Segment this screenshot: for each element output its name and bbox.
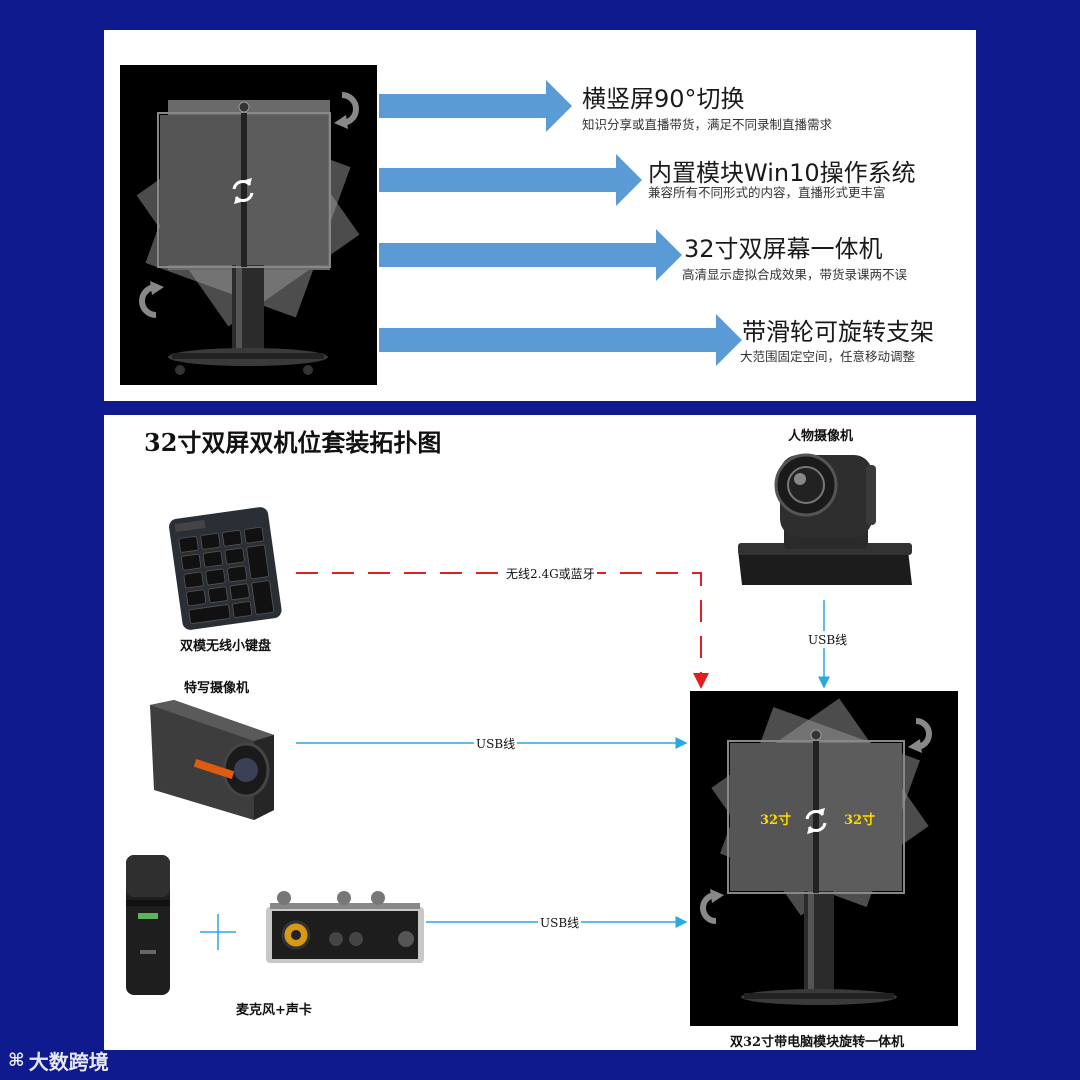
feature-arrow	[379, 154, 642, 206]
connection-lines	[104, 415, 976, 1050]
feature-description: 兼容所有不同形式的内容，直播形式更丰富	[648, 182, 886, 201]
keyboard-label: 双模无线小键盘	[180, 635, 271, 654]
keyboard-image	[168, 506, 283, 631]
usb-audio-label: USB线	[538, 914, 581, 931]
closeup-camera-label: 特写摄像机	[184, 677, 249, 696]
sound-card-image	[266, 891, 424, 963]
feature-arrow	[379, 314, 742, 366]
watermark-logo-icon: ⌘	[8, 1050, 23, 1071]
feature-panel: 横竖屏90°切换 知识分享或直播带货，满足不同录制直播需求 内置模块Win10操…	[104, 30, 976, 401]
main-unit-image	[690, 691, 958, 1026]
closeup-camera-image	[150, 700, 274, 820]
watermark: ⌘ 大数跨境	[8, 1046, 109, 1075]
wireless-label: 无线2.4G或蓝牙	[504, 565, 597, 582]
watermark-text: 大数跨境	[29, 1046, 109, 1075]
usb-closeup-label: USB线	[474, 735, 517, 752]
wireless-connection	[296, 573, 701, 687]
feature-description: 知识分享或直播带货，满足不同录制直播需求	[582, 114, 832, 133]
microphone-image	[126, 855, 170, 995]
feature-title: 横竖屏90°切换	[582, 79, 745, 114]
main-unit-label: 双32寸带电脑模块旋转一体机	[730, 1031, 904, 1050]
feature-arrow	[379, 80, 572, 132]
ptz-camera-image	[738, 455, 912, 585]
ptz-camera-label: 人物摄像机	[788, 425, 853, 444]
screen-left-label: 32寸	[760, 809, 791, 828]
mic-label: 麦克风+声卡	[236, 999, 312, 1018]
feature-description: 高清显示虚拟合成效果，带货录课两不误	[682, 264, 907, 283]
feature-title: 32寸双屏幕一体机	[684, 229, 883, 264]
feature-description: 大范围固定空间，任意移动调整	[740, 346, 915, 365]
topology-panel: 32寸双屏双机位套装拓扑图	[104, 415, 976, 1050]
feature-title: 带滑轮可旋转支架	[742, 312, 934, 347]
plus-icon	[200, 914, 236, 950]
feature-arrow	[379, 229, 682, 281]
screen-right-label: 32寸	[844, 809, 875, 828]
usb-ptz-label: USB线	[806, 631, 849, 648]
